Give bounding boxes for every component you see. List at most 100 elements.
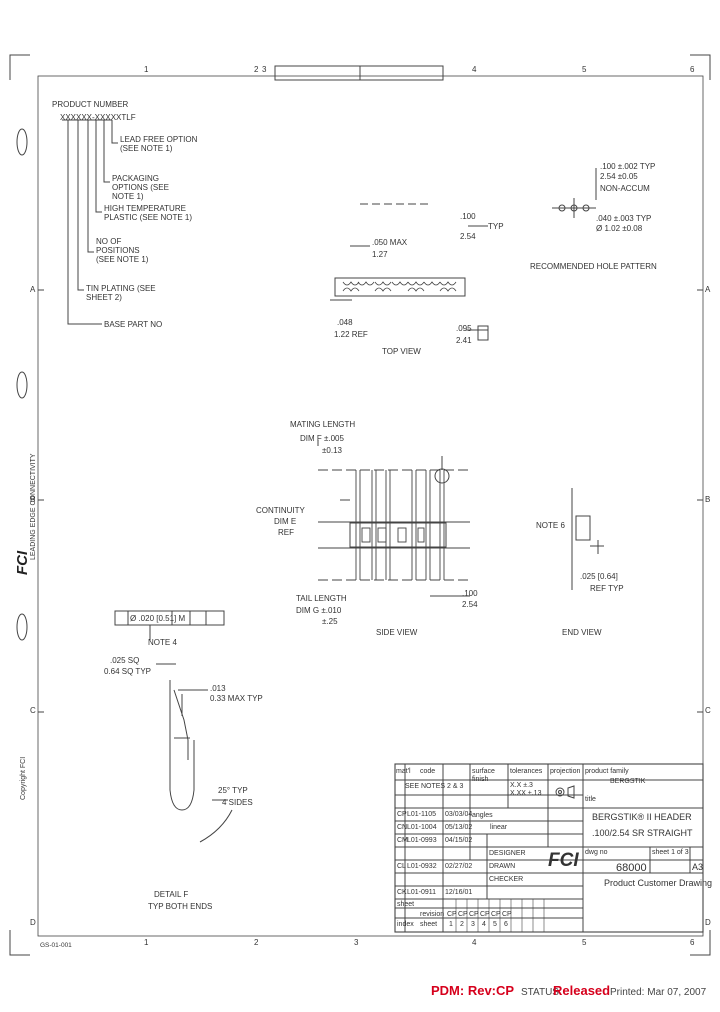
tb-revision-row-label: revision — [420, 911, 445, 918]
rev-letter: CK — [397, 889, 407, 896]
tb-index-sheet-label: sheet — [420, 921, 438, 928]
rev-ecn: L01-0932 — [407, 863, 437, 870]
footer-pdm-rev: PDM: Rev:CP — [431, 983, 515, 998]
tb-title-line2: .100/2.54 SR STRAIGHT — [592, 828, 693, 838]
zone-left-c: C — [30, 706, 36, 715]
zone-right-c: C — [705, 706, 711, 715]
zone-top-1: 1 — [144, 65, 149, 74]
side-view-label: SIDE VIEW — [376, 628, 418, 637]
end-view-label: END VIEW — [562, 628, 602, 637]
hole-dim-5: Ø 1.02 ±0.08 — [596, 224, 643, 233]
zone-top-5: 5 — [582, 65, 587, 74]
index-cell: 1 — [449, 921, 453, 928]
tb-title-line1: BERGSTIK® II HEADER — [592, 812, 692, 822]
hole-dim-3: NON-ACCUM — [600, 184, 650, 193]
rev-date: 02/27/02 — [445, 863, 473, 870]
rev-letter: CP — [397, 811, 407, 818]
rev-cell: CP — [469, 911, 479, 918]
side-mating-dim2: ±0.13 — [322, 446, 342, 455]
side-mating-dim: DIM F ±.005 — [300, 434, 344, 443]
note4-sides: 4 SIDES — [222, 798, 253, 807]
rev-ecn: L01-0993 — [407, 837, 437, 844]
zone-right-a: A — [705, 285, 711, 294]
side-tail-dim2: ±.25 — [322, 617, 338, 626]
hole-dim-4: .040 ±.003 TYP — [596, 214, 652, 223]
pn-item-packaging: PACKAGING OPTIONS (SEE NOTE 1) — [112, 174, 169, 201]
index-cell: 6 — [504, 921, 508, 928]
side-tagline: LEADING EDGE CONNECTIVITY — [30, 453, 37, 560]
side-tail-title: TAIL LENGTH — [296, 594, 347, 603]
product-number-code: XXXXXX-XXXXXTLF — [60, 113, 136, 122]
tb-doc-type: Product Customer Drawing — [604, 878, 713, 888]
zone-bottom-3: 3 — [354, 938, 359, 947]
note4-sq1: .025 SQ — [110, 656, 140, 665]
rev-date: 03/03/04 — [445, 811, 473, 818]
tb-tol-1: X.X ±.3 — [510, 782, 533, 789]
footer-printed: Printed: Mar 07, 2007 — [610, 987, 707, 998]
end-dim: .025 [0.64] — [580, 572, 618, 581]
rev-ecn: L01-1105 — [407, 811, 437, 818]
side-bottom-dim: .100 — [462, 589, 478, 598]
rev-letter: CN — [397, 824, 408, 831]
side-mid-title: CONTINUITY — [256, 506, 305, 515]
end-note: NOTE 6 — [536, 521, 565, 530]
tb-product-family-label: product family — [585, 768, 629, 775]
hole-dim-1: .100 ±.002 TYP — [600, 162, 656, 171]
tb-title-label: title — [585, 796, 596, 803]
rev-cell: CP — [491, 911, 501, 918]
tb-sheet-label: sheet 1 of 3 — [652, 849, 689, 856]
zone-top-3: 3 — [262, 65, 267, 74]
index-cell: 5 — [493, 921, 497, 928]
top-view-label: TOP VIEW — [382, 347, 421, 356]
top-dim-b: .100 — [460, 212, 476, 221]
rev-cell: CP — [502, 911, 512, 918]
tb-sheet-row-label: sheet — [397, 901, 415, 908]
side-mid-dim: DIM E — [274, 517, 297, 526]
zone-top-6: 6 — [690, 65, 695, 74]
footer-status-value: Released — [553, 983, 611, 998]
top-dim-b2: 2.54 — [460, 232, 476, 241]
rev-date: 04/15/02 — [445, 837, 473, 844]
zone-bottom-4: 4 — [472, 938, 477, 947]
top-dim-d: .095 — [456, 324, 472, 333]
side-copyright: Copyright FCI — [20, 756, 27, 800]
tb-size: A3 — [692, 862, 704, 872]
side-mating-title: MATING LENGTH — [290, 420, 356, 429]
note4-tolerance: Ø .020 [0.51] M — [130, 614, 186, 623]
zone-left-d: D — [30, 918, 36, 927]
zone-bottom-2: 2 — [254, 938, 259, 947]
rev-ecn: L01-1004 — [407, 824, 437, 831]
tb-tolerances: tolerances — [510, 768, 543, 775]
rev-ecn: L01-0911 — [407, 889, 437, 896]
rev-date: 12/16/01 — [445, 889, 473, 896]
product-number-title: PRODUCT NUMBER — [52, 100, 129, 109]
top-dim-a: .050 MAX — [372, 238, 408, 247]
rev-cell: CP — [480, 911, 490, 918]
tb-dwg-no-label: dwg no — [585, 849, 608, 856]
form-number: GS-01-001 — [40, 942, 72, 949]
tb-matl: mat'l — [396, 768, 411, 775]
tb-surface: surface — [472, 768, 495, 775]
zone-left-b: B — [30, 495, 36, 504]
end-dim2: REF TYP — [590, 584, 624, 593]
detail-sub: TYP BOTH ENDS — [148, 902, 213, 911]
note4-label: NOTE 4 — [148, 638, 177, 647]
zone-right-d: D — [705, 918, 711, 927]
tb-projection: projection — [550, 768, 581, 775]
zone-bottom-1: 1 — [144, 938, 149, 947]
zone-right-b: B — [705, 495, 711, 504]
approval-role: CHECKER — [489, 876, 524, 883]
top-dim-a2: 1.27 — [372, 250, 388, 259]
rev-cell: CP — [458, 911, 468, 918]
tb-angles: angles — [472, 812, 493, 819]
tb-linear: linear — [490, 824, 508, 831]
tb-fci-logo: FCI — [548, 850, 579, 871]
rev-cell: CP — [447, 911, 457, 918]
rev-letter: CL — [397, 863, 406, 870]
index-cell: 2 — [460, 921, 464, 928]
footer-status-label: STATUS: — [521, 987, 562, 998]
pn-item-tin: TIN PLATING (SEE SHEET 2) — [86, 284, 156, 302]
top-dim-d2: 2.41 — [456, 336, 472, 345]
